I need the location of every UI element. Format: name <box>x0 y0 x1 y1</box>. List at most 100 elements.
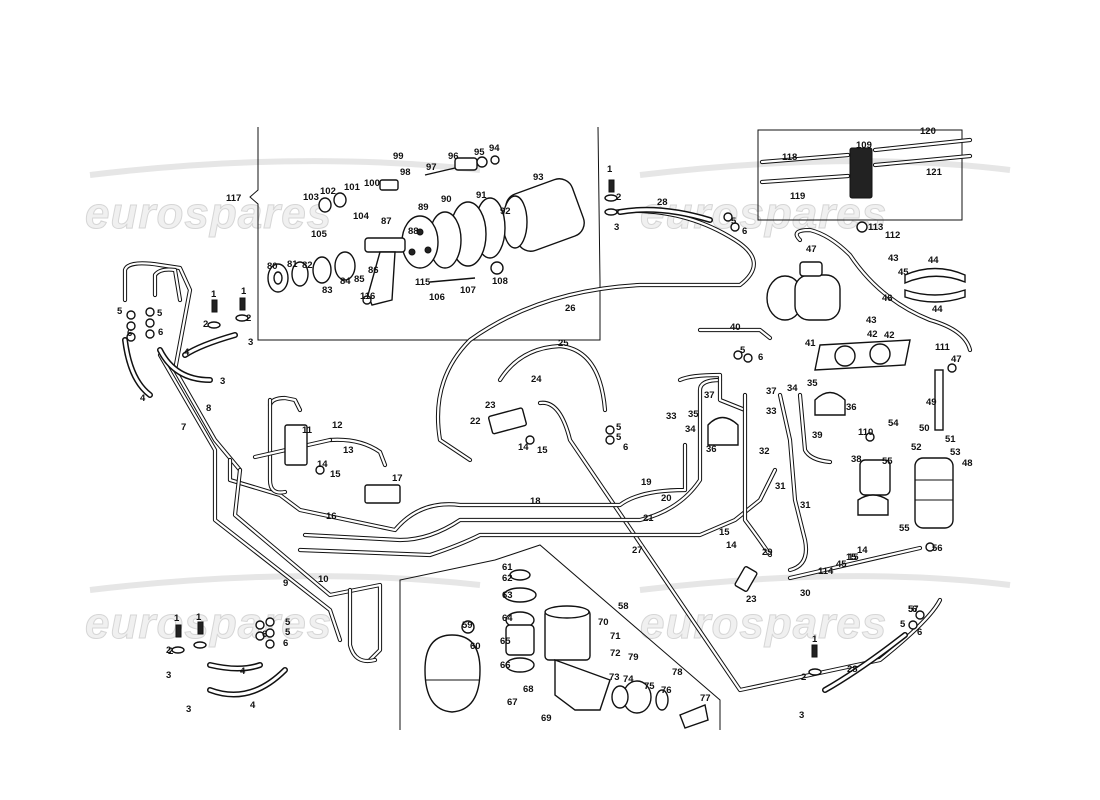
part-label: 3 <box>166 670 171 681</box>
part-label: 5 <box>285 617 291 628</box>
part-label: 105 <box>311 229 328 240</box>
part-label: 15 <box>719 527 730 538</box>
part-label: 12 <box>332 420 343 431</box>
part-label: 39 <box>812 430 823 441</box>
part-label: 84 <box>340 276 351 287</box>
part-label: 28 <box>657 197 668 208</box>
watermark-text: eurospares <box>85 599 332 648</box>
part-label: 87 <box>381 216 392 227</box>
part-label: 15 <box>537 445 548 456</box>
part-label: 104 <box>353 211 370 222</box>
part-label: 101 <box>344 182 361 193</box>
pump-assembly <box>267 155 585 306</box>
part-label: 34 <box>787 383 798 394</box>
part-label: 38 <box>851 454 862 465</box>
part-label: 40 <box>730 322 741 333</box>
part-label: 27 <box>632 545 643 556</box>
part-label: 2 <box>168 646 173 657</box>
part-label: 13 <box>343 445 354 456</box>
part-label: 103 <box>303 192 319 203</box>
part-label: 46 <box>882 293 893 304</box>
part-label: 80 <box>267 261 278 272</box>
part-label: 1 <box>174 613 180 624</box>
part-label: 62 <box>502 573 513 584</box>
part-label: 2 <box>616 192 621 203</box>
part-label: 50 <box>919 423 930 434</box>
part-label: 8 <box>206 403 211 414</box>
flexible-hoses <box>122 206 908 698</box>
part-label: 98 <box>400 167 411 178</box>
part-label: 49 <box>926 397 937 408</box>
part-label: 92 <box>500 206 511 217</box>
part-label: 57 <box>908 604 919 615</box>
part-label: 10 <box>318 574 329 585</box>
part-label: 43 <box>888 253 899 264</box>
part-label: 37 <box>704 390 715 401</box>
part-label: 68 <box>523 684 534 695</box>
part-label: 116 <box>360 291 375 302</box>
part-label: 63 <box>502 590 513 601</box>
part-label: 15 <box>330 469 341 480</box>
part-label: 117 <box>226 193 241 204</box>
part-label: 114 <box>818 566 834 577</box>
part-label: 34 <box>685 424 696 435</box>
part-label: 22 <box>470 416 481 427</box>
part-label: 11 <box>302 425 313 436</box>
part-label: 76 <box>661 685 672 696</box>
part-label: 111 <box>935 342 951 353</box>
part-label: 107 <box>460 285 476 296</box>
part-label: 33 <box>666 411 677 422</box>
part-label: 26 <box>565 303 576 314</box>
part-label: 35 <box>807 378 818 389</box>
watermark-text: eurospares <box>640 599 887 648</box>
components <box>267 137 973 729</box>
part-label: 78 <box>672 667 683 678</box>
part-label: 42 <box>867 329 878 340</box>
part-label: 43 <box>866 315 877 326</box>
part-label: 6 <box>912 604 917 615</box>
inset-frames <box>249 126 963 730</box>
part-label: 119 <box>790 191 805 202</box>
part-label: 14 <box>317 459 328 470</box>
part-label: 58 <box>618 601 629 612</box>
part-label: 3 <box>186 704 191 715</box>
part-label: 15 <box>848 552 859 563</box>
part-label: 108 <box>492 276 508 287</box>
part-label: 59 <box>462 620 473 631</box>
part-label: 69 <box>541 713 552 724</box>
part-label: 75 <box>644 681 655 692</box>
part-label: 14 <box>726 540 737 551</box>
part-label: 118 <box>782 152 797 163</box>
part-label: 55 <box>899 523 910 534</box>
part-label: 91 <box>476 190 487 201</box>
part-number-labels: 1 2 3 1 2 3 1 2 3 1 2 3 1 3 1 2 3 4 4 4 … <box>117 126 973 724</box>
part-label: 3 <box>614 222 619 233</box>
part-label: 65 <box>500 636 511 647</box>
part-label: 32 <box>759 446 770 457</box>
part-label: 52 <box>911 442 922 453</box>
part-label: 120 <box>920 126 936 137</box>
part-label: 5 <box>117 306 123 317</box>
part-label: 109 <box>856 140 872 151</box>
part-label: 4 <box>140 393 146 404</box>
part-label: 29 <box>762 547 773 558</box>
part-label: 6 <box>283 638 288 649</box>
part-label: 28 <box>847 664 858 675</box>
part-label: 14 <box>518 442 529 453</box>
part-label: 51 <box>945 434 956 445</box>
part-label: 6 <box>758 352 763 363</box>
part-label: 61 <box>502 562 513 573</box>
part-label: 17 <box>392 473 403 484</box>
part-label: 35 <box>688 409 699 420</box>
part-label: 95 <box>474 147 485 158</box>
part-label: 3 <box>220 376 225 387</box>
part-label: 53 <box>950 447 961 458</box>
fittings <box>126 179 957 676</box>
part-label: 6 <box>623 442 628 453</box>
part-label: 37 <box>766 386 777 397</box>
part-label: 70 <box>598 617 609 628</box>
part-label: 2 <box>166 645 171 656</box>
part-label: 5 <box>731 216 737 227</box>
part-label: 47 <box>806 244 817 255</box>
